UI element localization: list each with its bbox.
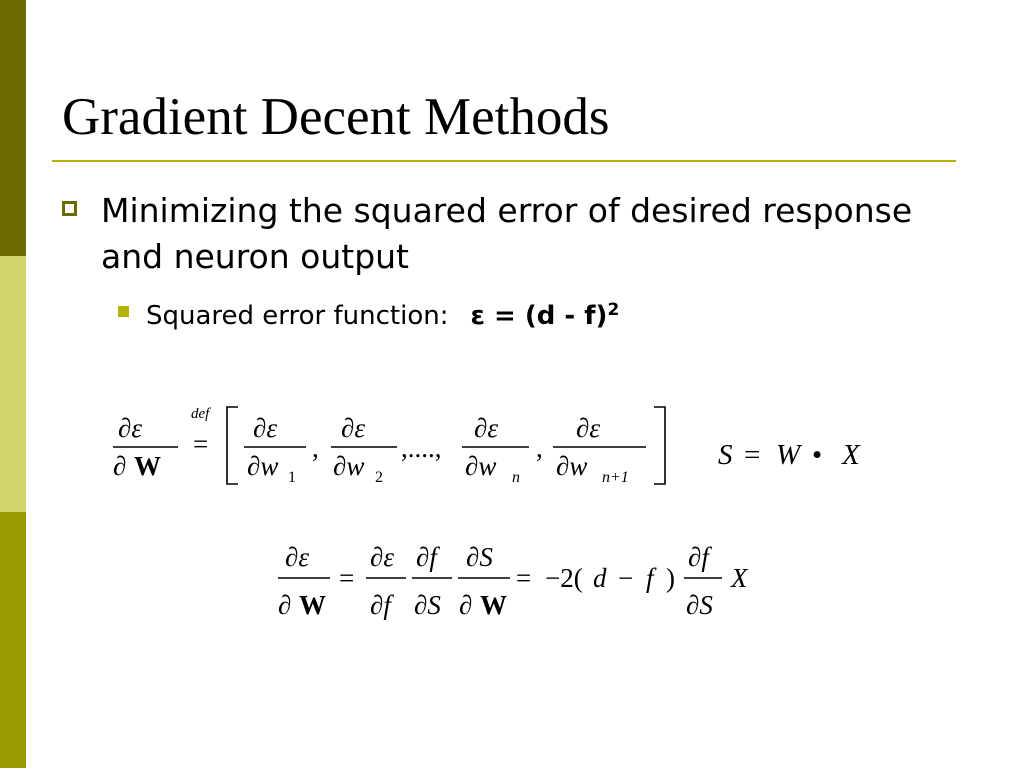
right-bracket xyxy=(654,406,666,485)
termn-numerator: ∂ε xyxy=(474,413,498,443)
chain-rule-equation: ∂ε ∂ W = ∂ε ∂f ∂f ∂S ∂S ∂ W = −2( d − f … xyxy=(278,542,749,620)
def-equals: = xyxy=(193,429,208,459)
activation-x: X xyxy=(841,439,861,471)
chain-lhs-numerator: ∂ε xyxy=(285,542,309,572)
chain-minus: − xyxy=(618,563,633,593)
formula-exponent: 2 xyxy=(607,300,620,320)
activation-w: W xyxy=(776,439,803,471)
chain-f1-denominator: ∂f xyxy=(370,590,394,620)
sub-bullet-label: Squared error function: xyxy=(146,301,449,331)
chain-equals1: = xyxy=(339,563,354,593)
chain-d: d xyxy=(593,563,607,593)
termn1-subscript: n+1 xyxy=(602,469,629,486)
termn-denominator: ∂w xyxy=(465,451,496,481)
slide-title: Gradient Decent Methods xyxy=(62,88,610,146)
term2-subscript: 2 xyxy=(375,469,383,486)
gradient-definition-equation: ∂ε ∂ W def = ∂ε ∂w 1 , ∂ε ∂w 2 ,...., ∂ε… xyxy=(113,406,666,486)
lhs-denominator-w: W xyxy=(134,451,161,481)
chain-equals2: = xyxy=(516,563,531,593)
chain-coefficient: −2( xyxy=(545,563,583,593)
chain-f3-denominator-w: W xyxy=(480,590,507,620)
chain-f3-numerator: ∂S xyxy=(466,542,493,572)
termn1-numerator: ∂ε xyxy=(576,413,600,443)
activation-s: S xyxy=(718,439,733,471)
chain-close-paren: ) xyxy=(666,563,675,593)
hollow-square-bullet-icon xyxy=(62,201,77,216)
term1-numerator: ∂ε xyxy=(253,413,277,443)
formula-base: ε = (d - f) xyxy=(470,301,608,331)
chain-f3-denominator-partial: ∂ xyxy=(459,590,472,620)
chain-f2-numerator: ∂f xyxy=(416,542,440,572)
lhs-numerator: ∂ε xyxy=(118,413,142,443)
sub-bullet-squared-error: Squared error function: ε = (d - f)2 xyxy=(146,290,619,336)
title-rule xyxy=(52,160,956,162)
chain-lhs-denominator-partial: ∂ xyxy=(278,590,291,620)
term2-denominator: ∂w xyxy=(333,451,364,481)
activation-equation: S = W • X xyxy=(718,439,861,471)
termn1-denominator: ∂w xyxy=(556,451,587,481)
left-bracket xyxy=(226,406,238,485)
sidebar-band-dark xyxy=(0,0,26,256)
def-label: def xyxy=(191,406,211,422)
chain-f2-denominator: ∂S xyxy=(414,590,441,620)
term1-denominator: ∂w xyxy=(247,451,278,481)
chain-x: X xyxy=(730,563,749,593)
comma3: , xyxy=(536,433,543,463)
sidebar-band-mid xyxy=(0,512,26,768)
chain-f4-denominator: ∂S xyxy=(686,590,713,620)
activation-dot: • xyxy=(812,439,822,471)
chain-f4-numerator: ∂f xyxy=(688,542,712,572)
filled-square-bullet-icon xyxy=(118,306,129,317)
chain-f1-numerator: ∂ε xyxy=(370,542,394,572)
activation-equals: = xyxy=(744,439,760,471)
lhs-denominator-partial: ∂ xyxy=(113,451,126,481)
ellipsis: ,...., xyxy=(401,433,442,463)
squared-error-formula: ε = (d - f)2 xyxy=(470,300,620,331)
comma1: , xyxy=(312,433,319,463)
term2-numerator: ∂ε xyxy=(341,413,365,443)
term1-subscript: 1 xyxy=(288,469,296,486)
sidebar-band-light xyxy=(0,256,26,512)
chain-lhs-denominator-w: W xyxy=(299,590,326,620)
bullet-text-minimizing: Minimizing the squared error of desired … xyxy=(101,191,913,276)
sidebar xyxy=(0,0,26,768)
chain-f: f xyxy=(646,563,657,593)
termn-subscript: n xyxy=(512,469,520,486)
